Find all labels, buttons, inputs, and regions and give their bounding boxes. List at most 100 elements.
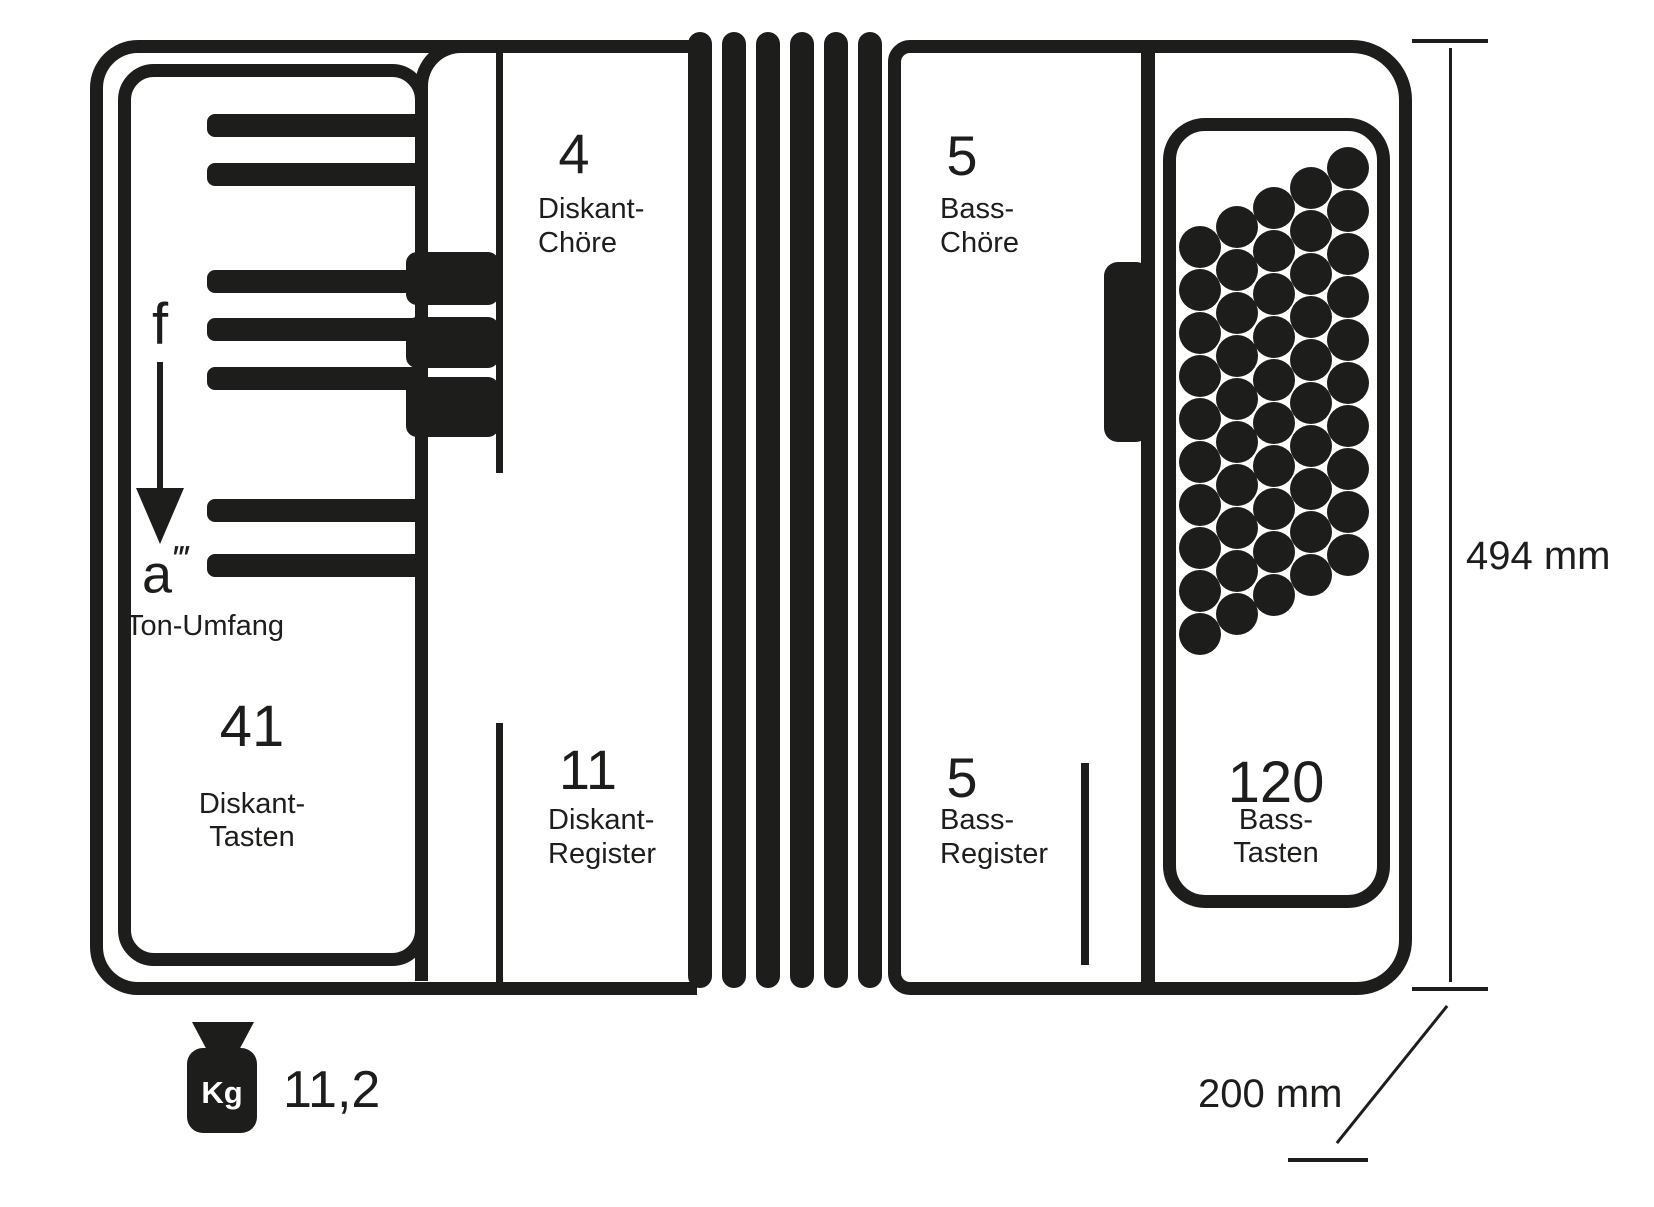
bellows-fold [722, 32, 746, 988]
height-dimension-label: 494 mm [1466, 534, 1611, 578]
bellows-fold [790, 32, 814, 988]
height-dimension-tick-top [1412, 39, 1488, 43]
treble-registers-label-line2: Register [548, 838, 656, 870]
bass-button-dot [1327, 362, 1369, 404]
treble-keys-label-line1: Diskant- [198, 788, 306, 820]
tone-range-arrow-line [157, 362, 163, 488]
bass-choirs-label-line2: Chöre [940, 227, 1019, 259]
bass-button-dot [1290, 209, 1332, 252]
bass-button-dot [1327, 319, 1369, 361]
register-switch-block [406, 317, 499, 368]
black-key-bar [207, 499, 419, 522]
bass-button-dot [1216, 378, 1258, 421]
depth-dimension-tick [1288, 1158, 1368, 1162]
bass-button-dot [1253, 530, 1295, 573]
tone-range-start-note: f [151, 292, 169, 357]
black-key-bar [207, 270, 419, 293]
register-switch-block [406, 377, 499, 437]
height-dimension-line [1449, 48, 1452, 982]
depth-dimension-label: 200 mm [1198, 1072, 1343, 1116]
weight-unit-label: Kg [201, 1075, 243, 1110]
bass-button-dot [1253, 272, 1295, 315]
treble-keys-label-line2: Tasten [209, 821, 295, 853]
bass-button-dot [1290, 467, 1332, 510]
bass-keys-label: Bass- Tasten [1210, 804, 1342, 870]
bass-divider [1141, 47, 1155, 988]
bass-button-dot [1253, 573, 1295, 616]
bass-button-dot [1327, 448, 1369, 490]
bass-button-dot [1290, 338, 1332, 381]
bass-registers-label-line2: Register [940, 838, 1048, 870]
bellows-fold [688, 32, 712, 988]
bass-button-dot [1290, 381, 1332, 424]
bass-button-dot [1179, 398, 1221, 440]
bass-registers-label-line1: Bass- [940, 804, 1015, 836]
bass-registers-count: 5 [946, 746, 978, 809]
bass-button-dot [1216, 593, 1258, 636]
bass-button-dot [1327, 405, 1369, 447]
bass-button-dot [1253, 444, 1295, 487]
black-key-bar [207, 318, 419, 341]
tone-range-end-note-marks: ‴ [172, 539, 186, 582]
register-switch-block [406, 252, 499, 305]
bass-button-dot [1327, 190, 1369, 232]
bass-button-dot [1327, 276, 1369, 318]
keyboard-panel-outline [118, 64, 428, 966]
bass-keys-count: 120 [1227, 750, 1325, 815]
bass-button-dot [1179, 527, 1221, 569]
weight-icon: Kg [187, 1048, 257, 1133]
bellows-fold [756, 32, 780, 988]
bass-button-dot [1327, 534, 1369, 576]
treble-keys-label: Diskant- Tasten [192, 788, 312, 854]
black-key-bar [207, 367, 419, 390]
bass-button-dot [1327, 491, 1369, 533]
bass-button-dot [1179, 570, 1221, 612]
bellows-fold [858, 32, 882, 988]
bass-button-dot [1290, 424, 1332, 467]
treble-choirs-label: Diskant- Chöre [538, 192, 644, 260]
tone-range-arrow-head-icon [136, 488, 184, 544]
bass-button-dot [1216, 292, 1258, 335]
bass-button-dot [1179, 613, 1221, 655]
bass-keys-label-line1: Bass- [1238, 804, 1314, 836]
bass-choirs-label: Bass- Chöre [940, 192, 1019, 260]
black-key-bar [207, 163, 419, 186]
bass-button-dot [1216, 421, 1258, 464]
bass-button-dot [1253, 401, 1295, 444]
bass-button-dot [1253, 229, 1295, 272]
bass-button-dot [1290, 295, 1332, 338]
bass-button-dot [1216, 464, 1258, 507]
bass-button-dot [1290, 252, 1332, 295]
treble-divider-upper [496, 45, 503, 473]
bass-button-dot [1253, 358, 1295, 401]
bass-strap-handle [1104, 262, 1150, 442]
bass-button-dot [1179, 226, 1221, 268]
bass-button-dot [1290, 166, 1332, 209]
bass-button-dot [1216, 249, 1258, 292]
bass-registers-label: Bass- Register [940, 803, 1048, 871]
treble-keys-count: 41 [219, 694, 285, 759]
bass-register-divider [1081, 763, 1089, 965]
treble-registers-label: Diskant- Register [548, 803, 656, 871]
bass-button-dot [1179, 484, 1221, 526]
bass-button-dot [1216, 507, 1258, 550]
bass-keys-label-line2: Tasten [1233, 837, 1319, 869]
tone-range-label: Ton-Umfang [126, 610, 284, 642]
bass-button-dot [1290, 553, 1332, 596]
bass-button-dot [1179, 441, 1221, 483]
bass-button-dot [1290, 510, 1332, 553]
bass-button-dot [1327, 147, 1369, 189]
weight-value: 11,2 [283, 1061, 381, 1119]
bass-button-dot [1179, 312, 1221, 354]
treble-choirs-label-line2: Chöre [538, 227, 617, 259]
tone-range-end-note-base: a [142, 544, 173, 605]
bass-button-dot [1253, 186, 1295, 229]
weight-icon-knob [192, 1022, 254, 1050]
black-key-bar [207, 114, 419, 137]
bass-button-dot [1216, 335, 1258, 378]
bass-button-dot [1216, 550, 1258, 593]
bass-button-dot [1253, 315, 1295, 358]
treble-choirs-count: 4 [558, 122, 590, 185]
bass-button-dot [1253, 487, 1295, 530]
